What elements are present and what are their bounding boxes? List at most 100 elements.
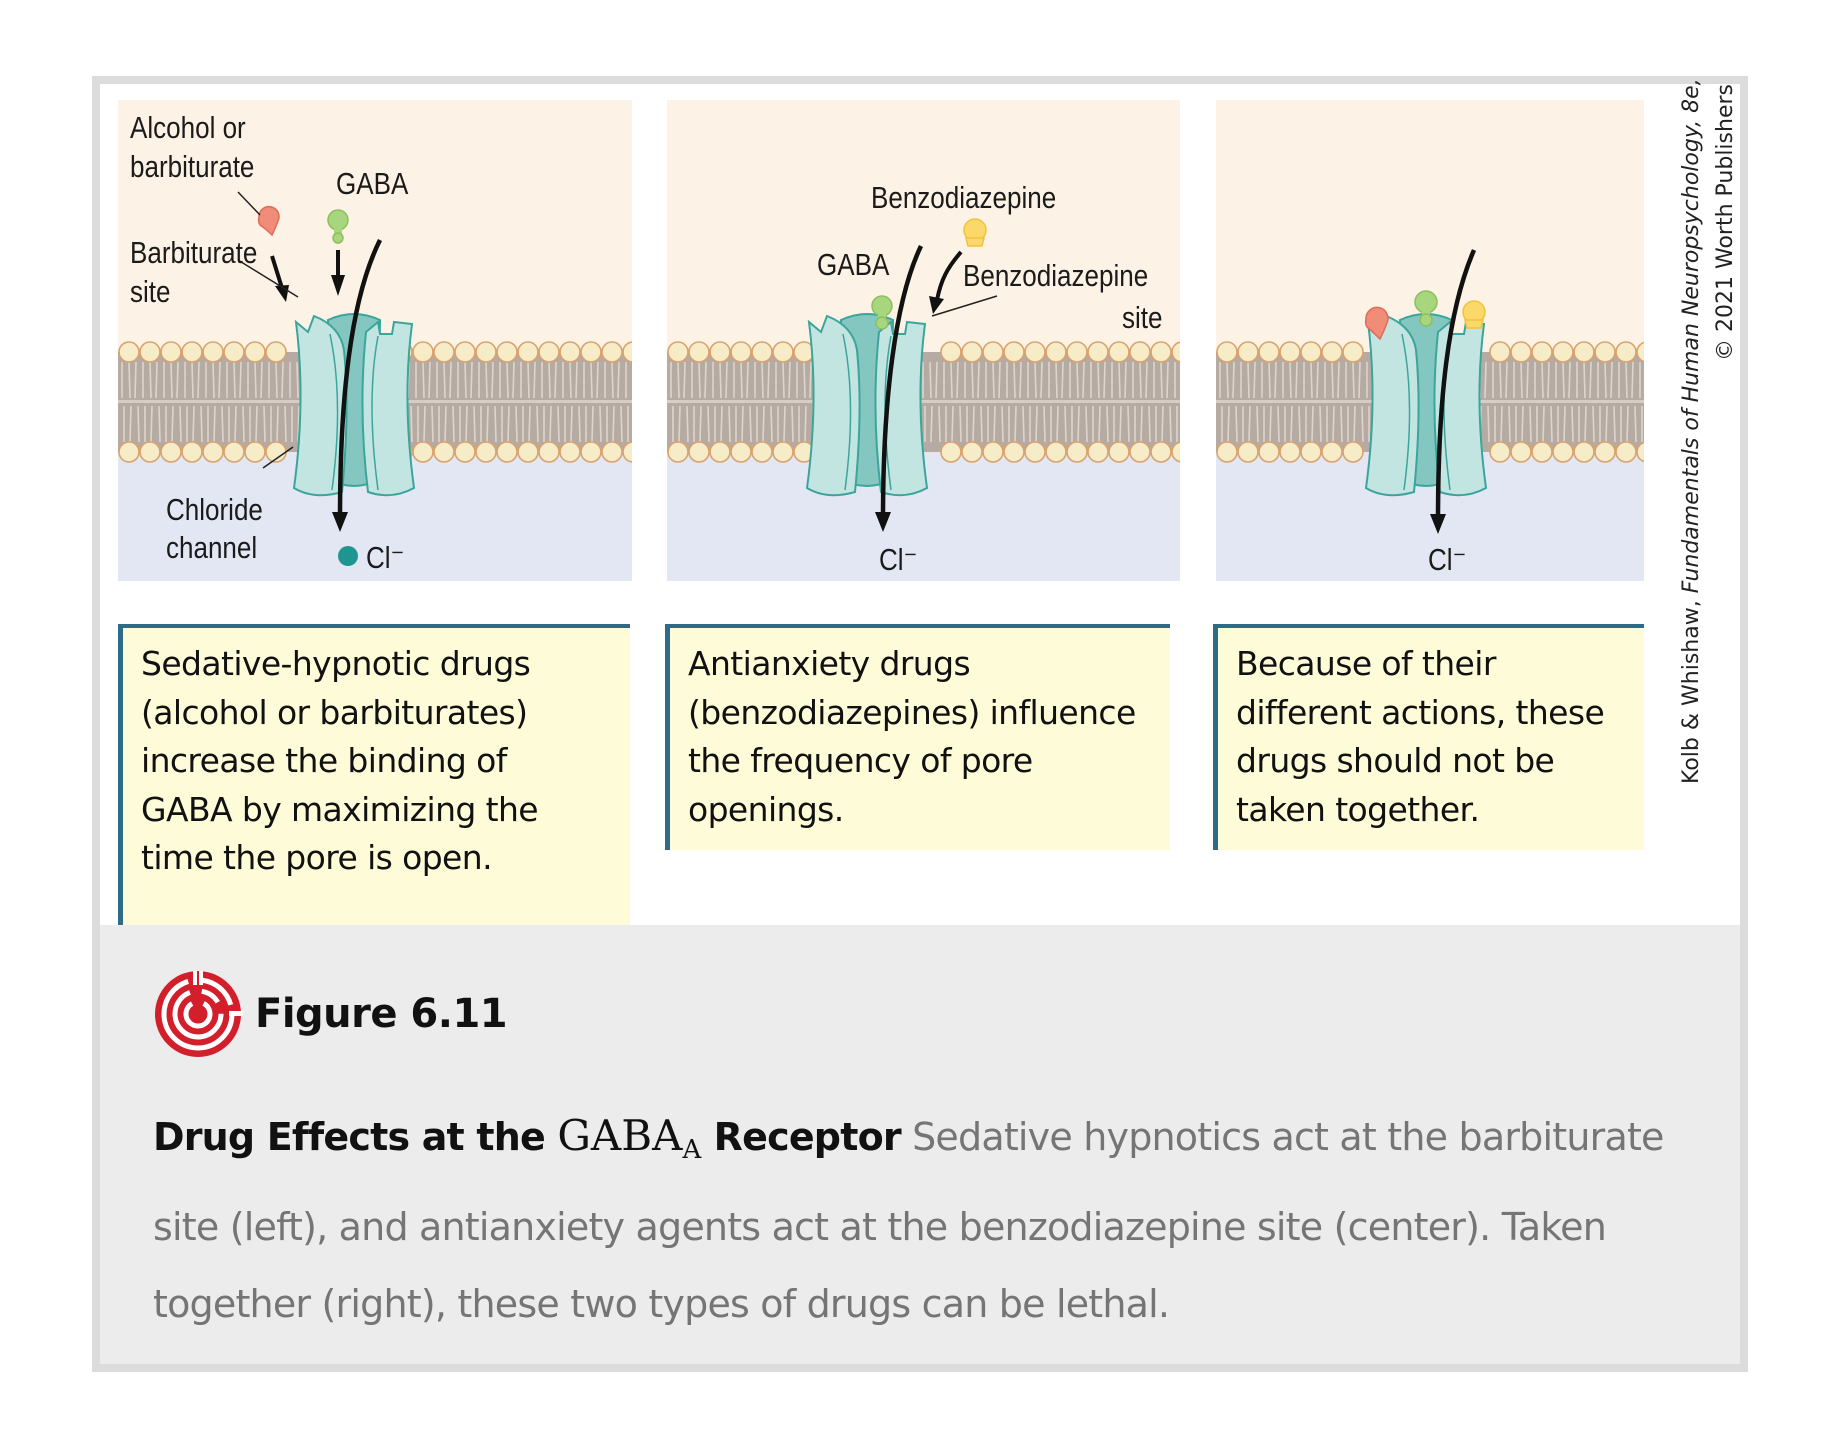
lipid-head [1531, 441, 1553, 463]
lipid-head [1003, 341, 1025, 363]
benzodiazepine-molecule-bound [1462, 300, 1486, 329]
lipid-head [709, 341, 731, 363]
lipid-head [1342, 441, 1364, 463]
lipid-head [559, 441, 581, 463]
lipid-head [1594, 441, 1616, 463]
callout-line: Sedative-hypnotic drugs [141, 644, 531, 683]
callout-line: different actions, these [1236, 692, 1605, 732]
lipid-head [1171, 341, 1180, 363]
lipid-head [730, 341, 752, 363]
lipid-head [961, 441, 983, 463]
lipid-head [1573, 341, 1595, 363]
lipid-head [475, 341, 497, 363]
lipid-head [688, 441, 710, 463]
lipid-head [139, 441, 161, 463]
panel-right-combined: Cl⁻ [1216, 100, 1644, 581]
lipid-head [1237, 441, 1259, 463]
label-benzodiazepine-site-2: site [1122, 301, 1163, 336]
lipid-head [601, 341, 623, 363]
label-benzodiazepine-site-1: Benzodiazepine [963, 259, 1148, 294]
figure-caption: Drug Effects at the GABAA Receptor Sedat… [153, 1097, 1713, 1343]
lipid-head [181, 441, 203, 463]
callout-line: openings. [688, 789, 844, 829]
lipid-head [1129, 441, 1151, 463]
figure-heading: Figure 6.11 [153, 969, 508, 1059]
lipid-head [454, 441, 476, 463]
lipid-head [202, 341, 224, 363]
lipid-head [1108, 341, 1130, 363]
label-chloride-ion: Cl⁻ [1428, 543, 1466, 578]
lipid-head [1552, 341, 1574, 363]
chloride-flow-arrow [332, 238, 383, 532]
chloride-flow-arrow [1430, 249, 1477, 534]
lipid-head [772, 441, 794, 463]
benzodiazepine-molecule [963, 218, 987, 247]
lipid-head [1087, 341, 1109, 363]
lipid-head [601, 441, 623, 463]
panel-left-barbiturate: Alcohol or barbiturate GABA Barbiturate … [118, 100, 632, 581]
caption-body: Sedative hypnotics act at the barbiturat… [153, 1115, 1664, 1326]
lipid-head [1321, 441, 1343, 463]
lipid-head [433, 441, 455, 463]
lipid-head [223, 441, 245, 463]
callout-right: Because of their different actions, these… [1213, 624, 1644, 850]
lipid-head [1150, 441, 1172, 463]
lipid-head [622, 341, 632, 363]
lipid-head [160, 341, 182, 363]
panel-center-benzodiazepine: Benzodiazepine GABA Benzodiazepine site … [667, 100, 1180, 581]
lipid-head [1108, 441, 1130, 463]
label-chloride-ion: Cl⁻ [879, 543, 917, 578]
lipid-head [1216, 441, 1238, 463]
callout-line: (alcohol or barbiturates) [141, 692, 528, 732]
lipid-head [961, 341, 983, 363]
chloride-flow-arrow [875, 245, 924, 532]
callout-line: taken together. [1236, 789, 1480, 829]
callout-center: Antianxiety drugs(benzodiazepines) influ… [665, 624, 1170, 850]
callout-line: Because of their [1236, 644, 1496, 683]
barbiturate-molecule [257, 205, 280, 237]
lipid-head [751, 341, 773, 363]
chloride-ion [338, 546, 358, 566]
lipid-head [1510, 341, 1532, 363]
channel-subunit-left [805, 314, 861, 497]
label-benzodiazepine: Benzodiazepine [871, 181, 1056, 216]
panel-center-diagram: Benzodiazepine GABA Benzodiazepine site … [667, 100, 1180, 581]
lipid-head [730, 441, 752, 463]
lipid-head [1510, 441, 1532, 463]
lipid-head [940, 441, 962, 463]
lipid-head [244, 341, 266, 363]
channel-subunit-left [1364, 314, 1420, 497]
lipid-head [244, 441, 266, 463]
lipid-head [688, 341, 710, 363]
lipid-head [1045, 441, 1067, 463]
callout-text: Antianxiety drugs(benzodiazepines) influ… [688, 640, 1160, 834]
benzodiazepine-binding-arrow [929, 250, 963, 314]
callout-line: increase the binding of [141, 741, 507, 780]
gaba-molecule-bound [871, 295, 893, 330]
lipid-head [559, 341, 581, 363]
gaba-a-math: GABAA [557, 1111, 702, 1165]
callout-line: GABA by maximizing the [141, 789, 539, 829]
chloride-channel [292, 313, 416, 497]
lipid-head [202, 441, 224, 463]
lipid-head [433, 341, 455, 363]
label-gaba: GABA [817, 248, 890, 283]
alcohol-leader-line [237, 191, 261, 216]
callout-line: time the pore is open. [141, 838, 493, 877]
gaba-molecule [327, 209, 349, 244]
lipid-head [181, 341, 203, 363]
label-chloride-ion: Cl⁻ [366, 541, 404, 576]
lipid-head [1531, 341, 1553, 363]
lipid-head [517, 341, 539, 363]
lipid-head [1066, 441, 1088, 463]
channel-subunit-right [874, 320, 929, 497]
label-chloride: Chloride [166, 493, 263, 528]
lipid-head [1321, 341, 1343, 363]
target-maze-icon [155, 971, 243, 1057]
channel-leader-line [262, 446, 294, 469]
lipid-head [1087, 441, 1109, 463]
figure-caption-area: Figure 6.11 Drug Effects at the GABAA Re… [100, 925, 1740, 1364]
lipid-head [1258, 441, 1280, 463]
lipid-head [1066, 341, 1088, 363]
lipid-head [1129, 341, 1151, 363]
